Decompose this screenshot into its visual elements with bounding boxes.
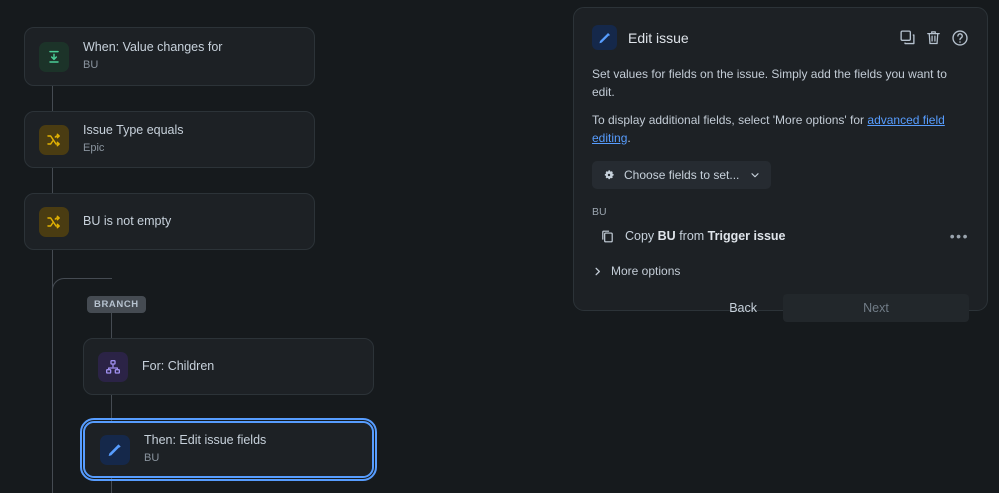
panel-title: Edit issue [628, 29, 689, 46]
connector-trunk-down [52, 249, 53, 493]
help-icon[interactable] [951, 29, 969, 47]
connector-trigger-to-condition1 [52, 85, 53, 112]
next-button[interactable]: Next [783, 294, 969, 322]
node-subtitle: BU [144, 451, 160, 464]
node-subtitle: Epic [83, 141, 105, 154]
description-prefix: To display additional fields, select 'Mo… [592, 113, 868, 127]
advanced-field-editing-link[interactable]: advanced field editing [592, 113, 945, 145]
copy-icon [600, 229, 615, 244]
node-title: For: Children [142, 358, 215, 373]
more-options-toggle[interactable]: More options [592, 264, 969, 278]
node-title: Then: Edit issue fields [144, 433, 267, 448]
rule-canvas: BRANCH When: Value changes for BU [24, 27, 377, 493]
field-group-label: BU [592, 206, 607, 218]
edit-pencil-icon [100, 434, 130, 465]
gear-icon [602, 168, 616, 182]
connector-branch-down [111, 300, 112, 493]
field-row-text-1: Copy [625, 229, 658, 243]
node-title: BU is not empty [83, 213, 172, 228]
field-row-bu[interactable]: Copy BU from Trigger issue ••• [592, 228, 969, 244]
panel-actions [899, 29, 969, 47]
panel-description-2: To display additional fields, select 'Mo… [592, 111, 969, 147]
connector-condition1-to-condition2 [52, 167, 53, 194]
field-row-text: Copy BU from Trigger issue [625, 229, 785, 243]
chevron-down-icon [749, 169, 761, 181]
node-condition-bu-not-empty[interactable]: BU is not empty [24, 193, 315, 250]
branch-hierarchy-icon [98, 351, 128, 382]
branch-badge: BRANCH [87, 296, 146, 313]
node-selection-ring-inner [83, 421, 374, 478]
delete-icon[interactable] [925, 29, 942, 46]
back-button[interactable]: Back [717, 294, 769, 322]
node-title: Issue Type equals [83, 123, 184, 138]
condition-shuffle-icon [39, 124, 69, 155]
description-suffix: . [627, 131, 631, 145]
node-trigger[interactable]: When: Value changes for BU [24, 27, 315, 86]
panel-footer: Back Next [592, 294, 969, 322]
edit-pencil-icon [592, 25, 617, 50]
field-row-bold-1: BU [657, 229, 676, 243]
edit-issue-panel: Edit issue [573, 7, 988, 322]
node-title: When: Value changes for [83, 40, 223, 55]
chevron-right-icon [592, 266, 603, 277]
field-row-text-2: from [675, 229, 708, 243]
node-action-edit-issue-fields[interactable]: Then: Edit issue fields BU [85, 423, 372, 476]
duplicate-icon[interactable] [899, 29, 916, 46]
node-selection-ring-outer [80, 418, 377, 481]
choose-fields-label: Choose fields to set... [624, 168, 740, 182]
condition-shuffle-icon [39, 206, 69, 237]
more-options-label: More options [611, 264, 681, 278]
node-subtitle: BU [83, 58, 99, 71]
choose-fields-button[interactable]: Choose fields to set... [592, 161, 772, 189]
node-branch-children[interactable]: For: Children [83, 338, 374, 395]
field-row-more-menu[interactable]: ••• [949, 228, 969, 244]
node-condition-issue-type[interactable]: Issue Type equals Epic [24, 111, 315, 168]
panel-description-1: Set values for fields on the issue. Simp… [592, 67, 947, 99]
panel-header: Edit issue [592, 25, 969, 50]
field-row-bold-2: Trigger issue [707, 229, 786, 243]
trigger-value-changes-icon [39, 41, 69, 72]
